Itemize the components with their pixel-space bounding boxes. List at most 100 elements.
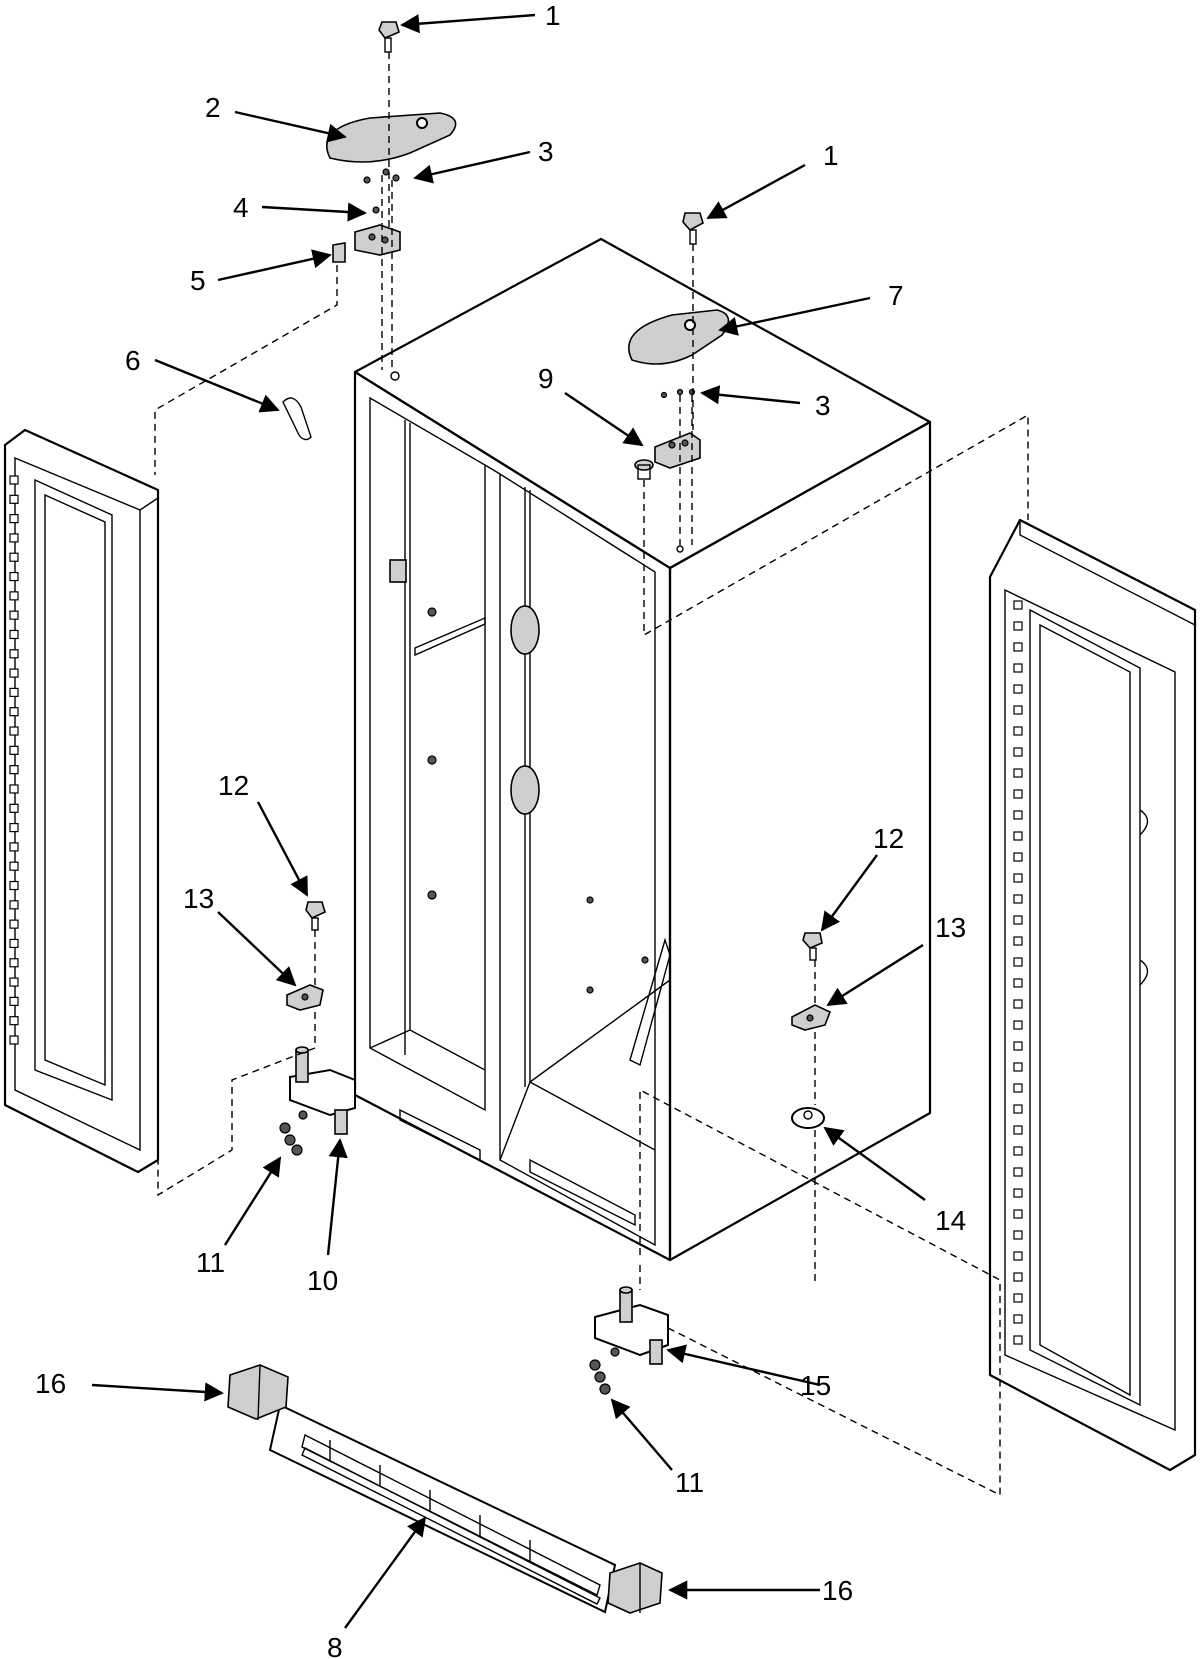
part-label-6: 6	[125, 345, 141, 376]
lower-hinge-right	[589, 1286, 669, 1395]
grille-end-cap-left	[227, 1364, 289, 1421]
grille-end-cap-right	[607, 1562, 663, 1614]
left-door-gasket-marks	[9, 475, 19, 1045]
right-door	[988, 518, 1197, 1472]
assembly-lines	[154, 52, 1029, 1497]
gasket-mark	[1013, 873, 1023, 883]
gasket-mark	[9, 707, 19, 717]
left-door	[3, 428, 160, 1174]
gasket-mark	[9, 1016, 19, 1026]
part-label-10: 10	[307, 1265, 338, 1296]
gasket-mark	[9, 591, 19, 601]
gasket-mark	[9, 726, 19, 736]
part-label-16a: 16	[35, 1368, 66, 1399]
hinge-cover-right	[627, 309, 730, 365]
gasket-mark	[9, 803, 19, 813]
gasket-mark	[1013, 1251, 1023, 1261]
gasket-mark	[9, 822, 19, 833]
gasket-mark	[1013, 663, 1023, 673]
gasket-mark	[9, 977, 19, 987]
gasket-mark	[1013, 642, 1023, 652]
gasket-mark	[1013, 600, 1023, 610]
part-label-4: 4	[233, 192, 249, 223]
part-label-1a: 1	[545, 0, 561, 31]
toe-grille	[268, 1403, 617, 1614]
gasket-mark	[1013, 1314, 1023, 1324]
hinge-shim-6	[282, 397, 312, 441]
hinge-screw-top-left	[378, 21, 400, 53]
part-label-5: 5	[190, 265, 206, 296]
right-door-gasket-marks	[1013, 600, 1023, 1345]
gasket-mark	[1013, 894, 1023, 904]
gasket-mark	[9, 533, 19, 543]
gasket-mark	[1013, 1209, 1023, 1219]
refrigerator-cabinet	[353, 237, 932, 1262]
gasket-mark	[1013, 978, 1023, 988]
gasket-mark	[9, 938, 19, 949]
gasket-mark	[9, 514, 19, 524]
part-label-3b: 3	[815, 390, 831, 421]
gasket-mark	[9, 745, 19, 755]
gasket-mark	[1013, 810, 1023, 820]
gasket-mark	[1013, 789, 1023, 799]
part-label-11b: 11	[675, 1467, 704, 1498]
gasket-mark	[9, 784, 19, 794]
gasket-mark	[1013, 747, 1023, 757]
gasket-mark	[9, 996, 19, 1006]
gasket-mark	[1013, 1293, 1023, 1303]
gasket-mark	[1013, 1146, 1023, 1156]
part-label-14: 14	[935, 1205, 966, 1236]
part-label-11a: 11	[196, 1247, 225, 1278]
gasket-mark	[9, 765, 19, 775]
gasket-mark	[9, 958, 19, 968]
gasket-mark	[1013, 1020, 1023, 1030]
gasket-mark	[9, 842, 19, 852]
lower-hinge-left	[279, 1046, 356, 1156]
part-label-1b: 1	[823, 140, 839, 171]
gasket-mark	[9, 571, 19, 582]
gasket-mark	[9, 861, 19, 871]
hinge-screw-top-right	[682, 212, 704, 245]
hinge-top-left	[332, 168, 401, 263]
gasket-mark	[1013, 1125, 1023, 1135]
gasket-mark	[9, 494, 19, 504]
gasket-mark	[1013, 1230, 1023, 1240]
gasket-mark	[1013, 957, 1023, 967]
hinge-top-right	[634, 388, 701, 480]
gasket-mark	[1013, 1104, 1023, 1114]
gasket-mark	[9, 1035, 19, 1045]
hinge-cover-left	[325, 112, 457, 163]
gasket-mark	[1013, 1041, 1023, 1051]
screw-right-12	[802, 932, 823, 961]
gasket-mark	[1013, 768, 1023, 778]
part-label-8: 8	[327, 1632, 343, 1659]
gasket-mark	[1013, 621, 1023, 631]
gasket-mark	[1013, 999, 1023, 1009]
gasket-mark	[1013, 1062, 1023, 1072]
gasket-mark	[9, 880, 19, 891]
gasket-mark	[9, 629, 19, 640]
part-label-12a: 12	[218, 770, 249, 801]
gasket-mark	[9, 900, 19, 910]
gasket-mark	[9, 475, 19, 485]
gasket-mark	[9, 687, 19, 698]
leader-arrows	[91, 13, 926, 1629]
screw-left-12	[305, 901, 326, 931]
bushing-left	[286, 984, 324, 1011]
gasket-mark	[9, 552, 19, 562]
gasket-mark	[9, 919, 19, 929]
part-label-13a: 13	[183, 883, 214, 914]
washer-14	[791, 1107, 825, 1129]
gasket-mark	[9, 610, 19, 620]
part-label-13b: 13	[935, 912, 966, 943]
gasket-mark	[9, 668, 19, 678]
part-label-16b: 16	[822, 1575, 853, 1606]
gasket-mark	[1013, 1083, 1023, 1093]
bushing-right	[791, 1004, 832, 1031]
part-label-7: 7	[888, 280, 904, 311]
gasket-mark	[1013, 936, 1023, 946]
part-label-3a: 3	[538, 136, 554, 167]
gasket-mark	[1013, 684, 1023, 694]
part-label-2: 2	[205, 92, 221, 123]
